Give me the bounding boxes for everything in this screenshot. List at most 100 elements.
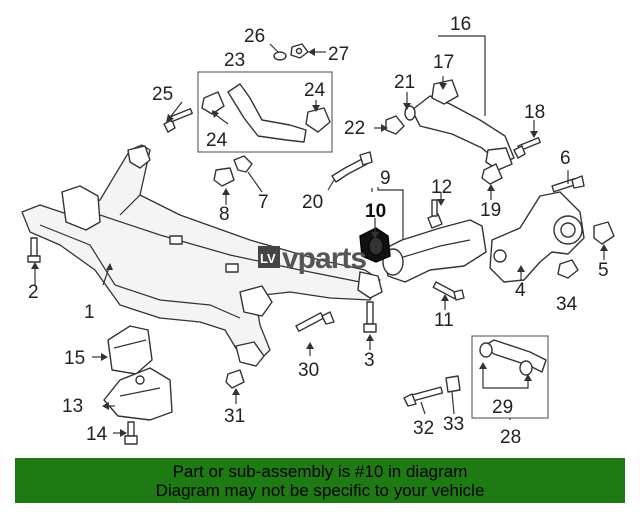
- bracket-13[interactable]: [103, 367, 173, 421]
- arrowhead: [166, 114, 174, 122]
- nut-31[interactable]: [225, 369, 245, 389]
- arrowhead: [366, 334, 374, 341]
- arrowhead: [312, 105, 320, 112]
- arrowhead: [437, 199, 445, 206]
- bolt-14[interactable]: [124, 421, 138, 445]
- callout-20[interactable]: 20: [302, 192, 323, 213]
- bolt-2[interactable]: [27, 237, 41, 263]
- arrowheads: [31, 48, 608, 437]
- callout-3[interactable]: 3: [364, 350, 375, 371]
- callout-6[interactable]: 6: [560, 148, 571, 169]
- wheel-knuckle-4[interactable]: [489, 191, 585, 283]
- bolt-11[interactable]: [432, 281, 465, 301]
- callout-33[interactable]: 33: [443, 414, 464, 435]
- toe-link-29[interactable]: [479, 339, 547, 376]
- arrowhead: [381, 124, 388, 132]
- box-23: [197, 71, 333, 153]
- washer-26[interactable]: [273, 51, 287, 61]
- watermark-mark: LV: [260, 251, 276, 266]
- banner-line-2: Diagram may not be specific to your vehi…: [155, 481, 485, 500]
- arrowhead: [31, 262, 39, 269]
- watermark-logo: LV vparts: [258, 242, 367, 275]
- rear-subframe[interactable]: [21, 144, 383, 367]
- callout-12[interactable]: 12: [431, 177, 452, 198]
- callout-9[interactable]: 9: [380, 168, 391, 189]
- callout-18[interactable]: 18: [524, 102, 545, 123]
- callout-14[interactable]: 14: [86, 424, 108, 445]
- callout-30[interactable]: 30: [298, 360, 319, 381]
- callout-13[interactable]: 13: [62, 396, 83, 417]
- callout-17[interactable]: 17: [433, 52, 454, 73]
- callout-26[interactable]: 26: [244, 26, 265, 47]
- arrowhead: [101, 353, 108, 361]
- callout-31[interactable]: 31: [224, 406, 245, 427]
- arrowhead: [232, 388, 240, 395]
- callout-24b[interactable]: 24: [304, 80, 326, 101]
- bolt-32[interactable]: [403, 386, 444, 407]
- callout-22[interactable]: 22: [344, 118, 365, 139]
- callout-7[interactable]: 7: [258, 192, 269, 213]
- info-banner: Part or sub-assembly is #10 in diagram D…: [15, 458, 625, 503]
- arrowhead: [441, 294, 449, 301]
- arrowhead: [222, 188, 230, 195]
- bolt-12[interactable]: [427, 199, 443, 229]
- callout-32[interactable]: 32: [413, 418, 434, 439]
- bracket-7[interactable]: [233, 155, 253, 173]
- callout-10[interactable]: 10: [365, 201, 386, 222]
- bushing-34[interactable]: [557, 259, 579, 279]
- bushing-19[interactable]: [481, 163, 503, 185]
- nut-22[interactable]: [385, 115, 405, 135]
- callout-21[interactable]: 21: [394, 72, 415, 93]
- callout-34[interactable]: 34: [556, 294, 578, 315]
- arrowhead: [371, 232, 379, 239]
- nut-33[interactable]: [445, 375, 461, 393]
- arrowhead: [530, 131, 538, 138]
- arrowhead: [487, 184, 495, 191]
- callout-11[interactable]: 11: [434, 310, 454, 331]
- washer-21[interactable]: [404, 105, 416, 121]
- callout-labels: 1 2 3 4 5 6 7 8 9 10 11 12 13 14 15 16 1…: [28, 14, 609, 448]
- callout-25[interactable]: 25: [152, 84, 173, 105]
- callout-4[interactable]: 4: [515, 280, 526, 301]
- arrowhead: [102, 402, 109, 410]
- watermark-text: vparts: [282, 242, 366, 275]
- bolt-3[interactable]: [363, 301, 377, 333]
- arrowhead: [439, 83, 447, 90]
- bushing-8[interactable]: [213, 167, 235, 187]
- bolt-30[interactable]: [295, 311, 335, 332]
- callout-23[interactable]: 23: [224, 50, 245, 71]
- bolt-18[interactable]: [513, 137, 541, 159]
- bushing-10-highlighted[interactable]: [359, 227, 391, 263]
- arrowhead: [600, 244, 608, 251]
- callout-28[interactable]: 28: [500, 427, 521, 448]
- upper-control-arm-23[interactable]: [201, 83, 331, 143]
- bolt-20[interactable]: [331, 151, 373, 183]
- banner-line-1: Part or sub-assembly is #10 in diagram: [172, 462, 468, 481]
- arrowhead: [120, 429, 127, 437]
- callout-5[interactable]: 5: [598, 260, 609, 281]
- callout-15[interactable]: 15: [64, 348, 85, 369]
- callout-2[interactable]: 2: [28, 282, 39, 303]
- bolt-6[interactable]: [551, 175, 585, 193]
- callout-8[interactable]: 8: [219, 204, 230, 225]
- arrowhead: [308, 48, 315, 56]
- lower-control-arm-9[interactable]: [381, 219, 487, 283]
- mount-15[interactable]: [107, 325, 153, 375]
- arrowhead: [212, 110, 219, 118]
- control-arm-16[interactable]: [411, 79, 515, 171]
- arrowhead: [524, 374, 532, 381]
- arrowhead: [106, 263, 113, 270]
- nut-27[interactable]: [290, 43, 309, 59]
- arrowhead: [517, 265, 525, 272]
- callout-24a[interactable]: 24: [206, 130, 228, 151]
- bushing-5[interactable]: [593, 221, 615, 245]
- callout-16[interactable]: 16: [450, 14, 471, 35]
- callout-19[interactable]: 19: [480, 200, 501, 221]
- callout-29[interactable]: 29: [492, 397, 513, 418]
- callout-27[interactable]: 27: [328, 44, 349, 65]
- arrowhead: [306, 342, 314, 349]
- arrowhead: [403, 103, 411, 110]
- callout-1[interactable]: 1: [84, 302, 95, 323]
